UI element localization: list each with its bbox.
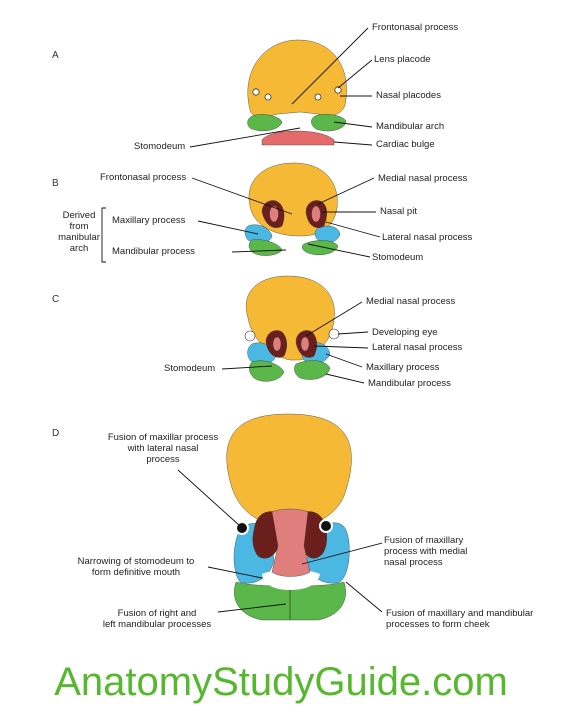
fusion-medial-line-1: Fusion of maxillary	[384, 535, 464, 546]
label-cardiac-bulge: Cardiac bulge	[376, 139, 435, 150]
panel-letter-d: D	[52, 428, 60, 439]
label-medial-nasal-b: Medial nasal process	[378, 173, 468, 184]
nasal-placode-left	[264, 93, 272, 101]
label-stomodeum-a: Stomodeum	[134, 141, 186, 152]
label-fusion-cheek: Fusion of maxillary and mandibular proce…	[386, 608, 533, 630]
panel-letter-b: B	[52, 178, 59, 189]
developing-eye-right	[328, 328, 340, 340]
cheek-line-1: Fusion of maxillary and mandibular	[386, 608, 534, 619]
label-mandibular-b: Mandibular process	[112, 246, 195, 257]
label-fusion-medial-nasal: Fusion of maxillary process with medial …	[384, 535, 467, 568]
label-lateral-nasal-c: Lateral nasal process	[372, 342, 463, 353]
watermark-site-name: AnatomyStudyGuide.com	[54, 660, 508, 704]
label-lens-placode: Lens placode	[374, 54, 431, 65]
nasal-pit-left-b	[269, 205, 279, 223]
label-derived-from-arch: Derived from manibular arch	[56, 210, 102, 254]
label-stomodeum-b: Stomodeum	[372, 252, 424, 263]
nasal-process-left-d	[252, 511, 281, 559]
eye-right-d	[319, 519, 333, 533]
panel-letter-a: A	[52, 50, 59, 61]
label-maxillary-c: Maxillary process	[366, 362, 440, 373]
panel-letter-c: C	[52, 294, 60, 305]
label-frontonasal-a: Frontonasal process	[372, 22, 459, 33]
label-narrowing-stomodeum: Narrowing of stomodeum to form definitiv…	[62, 556, 210, 578]
label-medial-nasal-c: Medial nasal process	[366, 296, 456, 307]
narrowing-line-2: form definitive mouth	[91, 567, 181, 578]
label-fusion-mandibular: Fusion of right and left mandibular proc…	[96, 608, 218, 630]
panel-b-figure	[244, 162, 341, 256]
developing-eye-left	[244, 330, 256, 342]
label-maxillary-b: Maxillary process	[112, 215, 186, 226]
mandibular-process-left-c	[249, 360, 285, 382]
fusion-lateral-line-1: Fusion of maxillar process	[107, 432, 219, 443]
nasal-pit-right-c	[300, 336, 310, 352]
fusion-medial-line-2: process with medial	[384, 546, 468, 557]
nasal-pit-left-c	[272, 336, 282, 352]
label-fusion-lateral-nasal: Fusion of maxillar process with lateral …	[88, 432, 238, 465]
fusion-lateral-line-2: with lateral nasal	[127, 443, 199, 454]
derived-line-2: from	[69, 221, 89, 232]
mandibular-arch-right	[311, 114, 347, 132]
mandibular-arch-left	[247, 114, 283, 132]
label-mandibular-arch: Mandibular arch	[376, 121, 445, 132]
lens-placode-right	[334, 86, 342, 94]
mandibular-process-left-b	[248, 239, 283, 256]
nasal-pit-right-b	[311, 205, 321, 223]
label-stomodeum-c: Stomodeum	[164, 363, 216, 374]
mandibular-process-right-c	[294, 360, 331, 380]
derived-line-3: manibular	[58, 232, 100, 243]
label-developing-eye: Developing eye	[372, 327, 438, 338]
leader-lines	[101, 27, 383, 613]
label-mandibular-c: Mandibular process	[368, 378, 451, 389]
frontonasal-process-a	[247, 39, 347, 117]
label-lateral-nasal-b: Lateral nasal process	[382, 232, 473, 243]
label-frontonasal-b: Frontonasal process	[100, 172, 187, 183]
nasal-placode-right	[314, 93, 322, 101]
fusion-medial-line-3: nasal process	[384, 557, 443, 568]
mandibular-process-right-b	[302, 240, 339, 256]
panel-c-figure	[244, 275, 340, 382]
label-nasal-placodes: Nasal placodes	[376, 90, 441, 101]
fusion-lateral-line-3: process	[146, 454, 180, 465]
fusion-mand-line-1: Fusion of right and	[117, 608, 197, 619]
label-nasal-pit: Nasal pit	[380, 206, 417, 217]
derived-line-1: Derived	[62, 210, 96, 221]
narrowing-line-1: Narrowing of stomodeum to	[77, 556, 195, 567]
panel-a-figure	[247, 39, 347, 146]
fusion-mand-line-2: left mandibular processes	[102, 619, 212, 630]
medial-nasal-fused-d	[271, 508, 311, 577]
cheek-line-2: processes to form cheek	[386, 619, 490, 630]
panel-d-figure	[226, 413, 352, 621]
derived-line-4: arch	[69, 243, 89, 254]
lens-placode-left	[252, 88, 260, 96]
cardiac-bulge	[261, 130, 335, 146]
